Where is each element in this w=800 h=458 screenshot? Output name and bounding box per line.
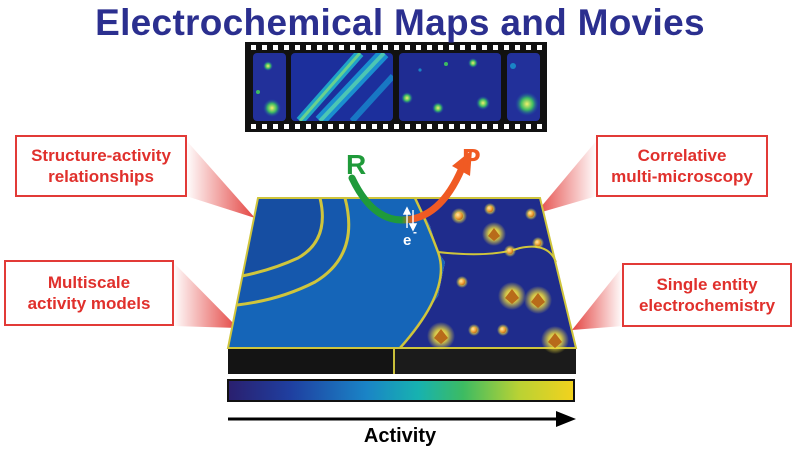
beam-single-entity [572, 266, 623, 330]
callout-correlative-line-1: Correlative [637, 146, 727, 165]
electron-label: e [403, 232, 411, 249]
beam-multiscale [173, 262, 238, 328]
grain-boundary-inner [241, 197, 324, 278]
beam-correlative [535, 140, 597, 214]
grain-boundary-outer [236, 197, 351, 307]
activity-axis-label: Activity [363, 425, 437, 447]
grain-inner [242, 198, 323, 276]
callout-multiscale-line-2: activity models [27, 294, 151, 313]
film-strip [245, 42, 547, 132]
callout-structure-activity: Structure-activity relationships [15, 135, 187, 197]
block-side-right [394, 348, 576, 374]
film-frame-2 [291, 53, 393, 121]
callout-single-entity-line-1: Single entity [656, 275, 758, 294]
callout-multiscale: Multiscale activity models [4, 260, 174, 326]
callout-correlative: Correlative multi-microscopy [596, 135, 768, 197]
reactant-label: R [346, 149, 366, 180]
callout-single-entity-line-2: electrochemistry [638, 296, 776, 315]
film-base [245, 42, 547, 132]
callout-correlative-line-2: multi-microscopy [611, 167, 753, 186]
block-side-left [228, 348, 394, 374]
electron-transfer-arrows [402, 206, 418, 232]
grain-boundary-right [437, 245, 557, 263]
reaction-arrowhead [452, 150, 472, 176]
page-title: Electrochemical Maps and Movies [95, 2, 705, 43]
electron-superscript: - [413, 225, 417, 239]
callout-structure-activity-line-1: Structure-activity [31, 146, 171, 165]
callout-multiscale-line-1: Multiscale [47, 273, 131, 292]
film-frame-4 [507, 53, 540, 121]
film-perforations-top [251, 45, 542, 50]
beam-structure-activity [186, 140, 255, 218]
film-frame-1 [253, 53, 286, 121]
callout-structure-activity-line-2: relationships [48, 167, 154, 186]
film-frame-3 [399, 53, 501, 121]
callout-single-entity: Single entity electrochemistry [622, 263, 792, 327]
activity-colorbar [227, 379, 575, 402]
nanoparticles [427, 203, 569, 354]
film-perforations-bottom [251, 124, 542, 129]
activity-axis-arrowhead [556, 411, 576, 427]
product-label: P [462, 143, 481, 174]
reaction-arrow [348, 164, 466, 224]
